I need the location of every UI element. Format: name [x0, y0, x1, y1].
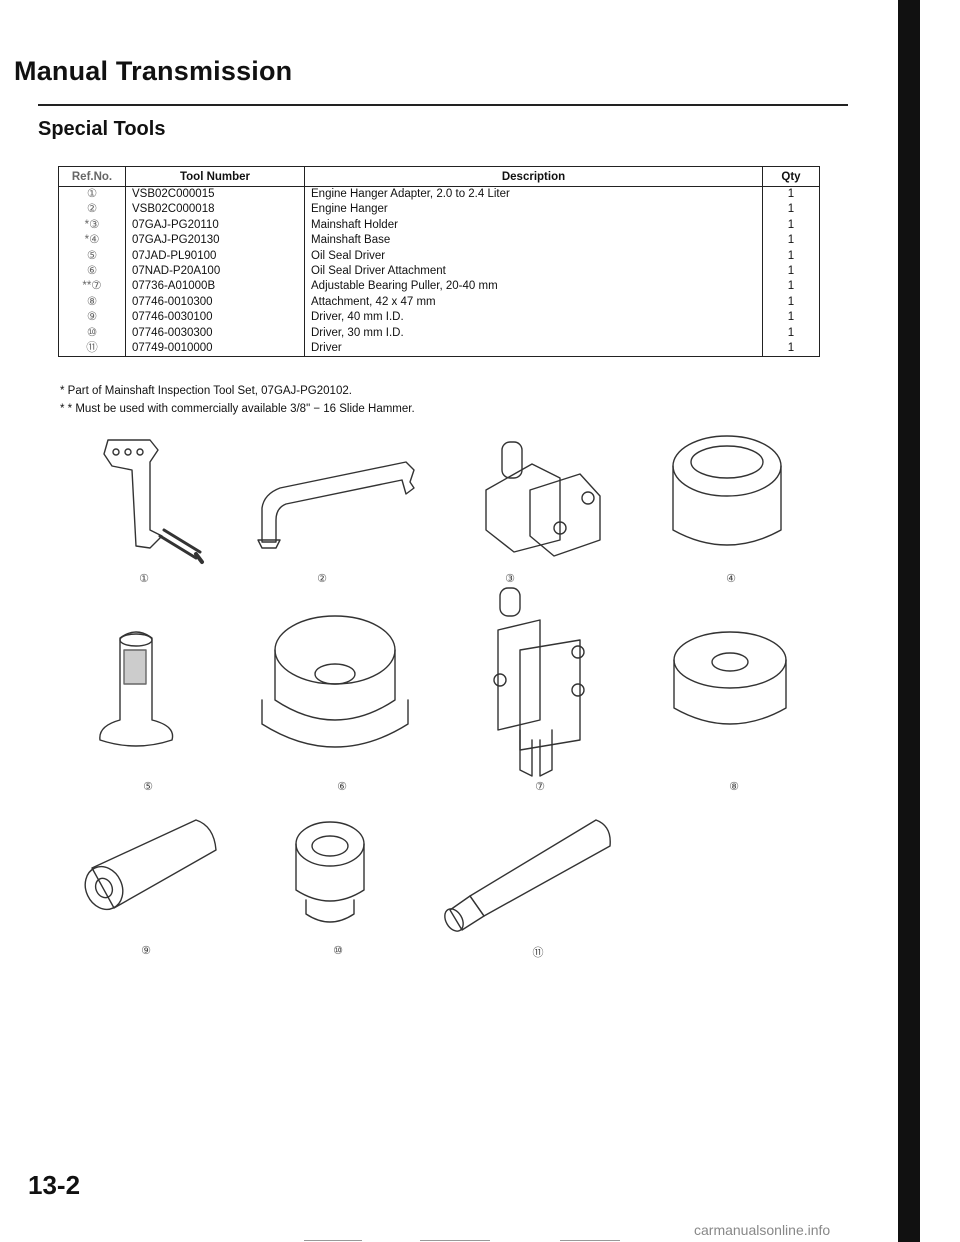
driver-30mm-drawing: [295, 821, 365, 923]
tool-number-cell: VSB02C000018: [125, 202, 305, 218]
qty-cell: 1: [762, 202, 820, 218]
header-qty: Qty: [762, 166, 820, 187]
footnote-tool-set: * Part of Mainshaft Inspection Tool Set,…: [60, 385, 352, 397]
description-cell: Engine Hanger: [304, 202, 763, 218]
binding-edge-bar: [898, 0, 920, 1242]
qty-cell: 1: [762, 310, 820, 326]
engine-hanger-drawing: [257, 461, 415, 549]
ref-cell: *④: [58, 233, 126, 249]
tool-number-cell: 07746-0010300: [125, 294, 305, 311]
tool-number-cell: 07749-0010000: [125, 341, 305, 358]
qty-cell: 1: [762, 325, 820, 342]
tool-number-cell: 07NAD-P20A100: [125, 264, 305, 280]
watermark: carmanualsonline.info: [694, 1222, 831, 1238]
figure-label-11: ⑪: [532, 947, 544, 959]
oil-seal-driver-drawing: [99, 631, 174, 747]
figure-label-1: ①: [139, 573, 149, 585]
header-tool-number: Tool Number: [125, 166, 305, 187]
qty-cell: 1: [762, 186, 820, 203]
header-description: Description: [304, 166, 763, 187]
section-title: Manual Transmission: [14, 56, 293, 86]
footnotes: * Part of Mainshaft Inspection Tool Set,…: [60, 382, 415, 418]
footnote-slide-hammer: * * Must be used with commercially avail…: [60, 403, 415, 415]
tool-number-cell: 07746-0030100: [125, 310, 305, 326]
tool-number-cell: 07736-A01000B: [125, 279, 305, 295]
qty-cell: 1: [762, 294, 820, 311]
description-cell: Oil Seal Driver: [304, 248, 763, 265]
mainshaft-base-drawing: [672, 435, 782, 546]
title-rule: [38, 104, 848, 106]
tool-number-cell: 07GAJ-PG20110: [125, 217, 305, 234]
qty-cell: 1: [762, 341, 820, 358]
subtitle: Special Tools: [38, 118, 166, 140]
qty-cell: 1: [762, 217, 820, 234]
mainshaft-holder-drawing: [485, 441, 601, 557]
description-cell: Attachment, 42 x 47 mm: [304, 294, 763, 311]
footer-rule: [560, 1240, 620, 1241]
description-cell: Mainshaft Holder: [304, 217, 763, 234]
attachment-42x47-drawing: [673, 631, 787, 725]
figure-label-10: ⑩: [333, 945, 343, 957]
description-cell: Adjustable Bearing Puller, 20-40 mm: [304, 279, 763, 295]
figure-label-8: ⑧: [729, 781, 739, 793]
tool-number-cell: VSB02C000015: [125, 186, 305, 203]
qty-cell: 1: [762, 248, 820, 265]
figure-label-9: ⑨: [141, 945, 151, 957]
qty-cell: 1: [762, 233, 820, 249]
table-header-row: Ref.No. Tool Number Description Qty: [58, 166, 820, 187]
driver-40mm-drawing: [84, 819, 217, 911]
adjustable-bearing-puller-drawing: [493, 587, 585, 777]
description-cell: Mainshaft Base: [304, 233, 763, 249]
figure-label-7: ⑦: [535, 781, 545, 793]
description-cell: Engine Hanger Adapter, 2.0 to 2.4 Liter: [304, 186, 763, 203]
figure-label-3: ③: [505, 573, 515, 585]
figure-label-4: ④: [726, 573, 736, 585]
tool-number-cell: 07GAJ-PG20130: [125, 233, 305, 249]
tool-number-cell: 07746-0030300: [125, 325, 305, 342]
footer-rule: [304, 1240, 362, 1241]
page-number: 13-2: [28, 1170, 81, 1200]
qty-cell: 1: [762, 264, 820, 280]
engine-hanger-adapter-drawing: [103, 439, 204, 564]
driver-drawing: [444, 819, 611, 932]
oil-seal-driver-attachment-drawing: [261, 615, 409, 748]
tool-number-cell: 07JAD-PL90100: [125, 248, 305, 265]
description-cell: Oil Seal Driver Attachment: [304, 264, 763, 280]
footer-rule: [420, 1240, 490, 1241]
figure-label-5: ⑤: [143, 781, 153, 793]
qty-cell: 1: [762, 279, 820, 295]
figure-label-6: ⑥: [337, 781, 347, 793]
figure-label-2: ②: [317, 573, 327, 585]
description-cell: Driver, 40 mm I.D.: [304, 310, 763, 326]
